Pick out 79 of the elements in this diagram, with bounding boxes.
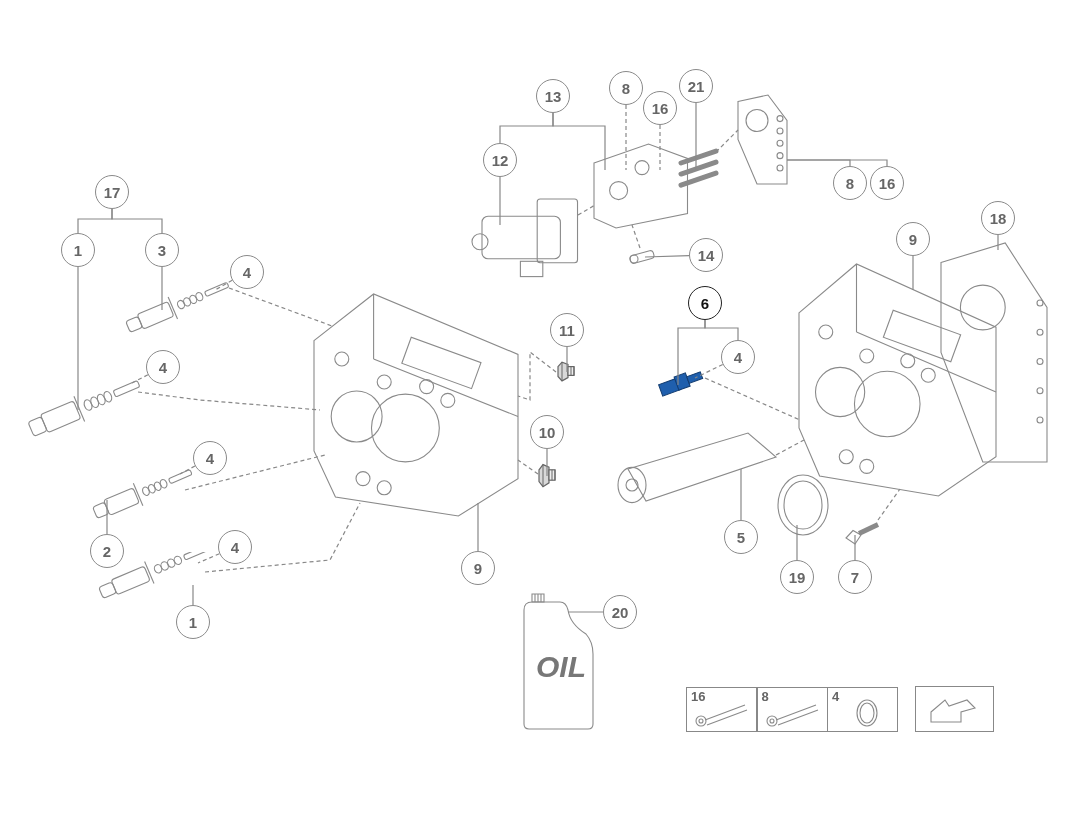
leader-line xyxy=(111,208,163,234)
leader-line xyxy=(567,611,604,613)
callout-number: 21 xyxy=(679,69,713,103)
callout-number: 1 xyxy=(61,233,95,267)
callout-number: 2 xyxy=(90,534,124,568)
callout-number: 9 xyxy=(896,222,930,256)
pump-drawing xyxy=(590,140,720,232)
assembly-line xyxy=(517,350,557,401)
leader-line xyxy=(546,448,548,477)
assembly-line xyxy=(517,459,539,475)
housing-drawing xyxy=(310,290,522,520)
leader-line xyxy=(197,553,220,564)
callout-number: 4 xyxy=(146,350,180,384)
callout-number: 1 xyxy=(176,605,210,639)
callout-number: 6 xyxy=(688,286,722,320)
callout-number: 17 xyxy=(95,175,129,209)
callout-number: 18 xyxy=(981,201,1015,235)
plug-drawing xyxy=(537,462,557,488)
seal-ring-drawing xyxy=(775,472,831,538)
bottle-label: OIL xyxy=(536,650,586,684)
callout-number: 14 xyxy=(689,238,723,272)
assembly-line xyxy=(715,129,739,153)
leader-line xyxy=(179,465,196,475)
callout-number: 4 xyxy=(218,530,252,564)
callout-number: 4 xyxy=(230,255,264,289)
callout-number: 13 xyxy=(536,79,570,113)
leader-line xyxy=(214,279,233,291)
leader-line xyxy=(77,266,79,411)
leader-line xyxy=(694,363,724,379)
callout-number: 12 xyxy=(483,143,517,177)
leader-line xyxy=(644,255,690,258)
assembly-line xyxy=(204,502,361,573)
leader-line xyxy=(786,159,888,167)
leader-line xyxy=(854,534,856,561)
assembly-line xyxy=(577,204,596,216)
callout-number: 5 xyxy=(724,520,758,554)
leader-line xyxy=(997,234,999,251)
leader-line xyxy=(192,584,194,606)
callout-number: 16 xyxy=(870,166,904,200)
housing-drawing xyxy=(795,260,1000,500)
gasket-drawing xyxy=(938,240,1050,465)
callout-number: 3 xyxy=(145,233,179,267)
assembly-line xyxy=(775,439,805,456)
callout-number: 19 xyxy=(780,560,814,594)
assembly-line xyxy=(228,287,333,327)
leader-line xyxy=(796,524,798,561)
gasket-drawing xyxy=(735,92,790,187)
assembly-line xyxy=(137,391,321,411)
assembly-line xyxy=(631,224,641,249)
callout-number: 9 xyxy=(461,551,495,585)
callout-number: 10 xyxy=(530,415,564,449)
part-number: 8 xyxy=(761,689,769,704)
callout-number: 11 xyxy=(550,313,584,347)
leader-line xyxy=(106,499,108,535)
leader-line xyxy=(704,319,739,341)
leader-line xyxy=(161,266,163,311)
leader-line xyxy=(566,346,568,373)
callout-number: 16 xyxy=(643,91,677,125)
callout-number: 20 xyxy=(603,595,637,629)
leader-line xyxy=(499,176,501,226)
callout-number: 4 xyxy=(193,441,227,475)
callout-number: 7 xyxy=(838,560,872,594)
assembly-line xyxy=(704,377,801,421)
leader-line xyxy=(477,502,479,552)
leader-line xyxy=(912,255,914,291)
leader-line xyxy=(659,124,661,171)
part-number: 4 xyxy=(832,689,840,704)
leader-line xyxy=(740,468,742,521)
callout-number: 8 xyxy=(833,166,867,200)
part-number: 16 xyxy=(691,689,706,704)
assembly-line xyxy=(184,454,326,491)
plug-drawing xyxy=(556,360,576,382)
callout-number: 4 xyxy=(721,340,755,374)
oil-bottle-drawing xyxy=(520,590,596,732)
assembly-line xyxy=(877,488,901,521)
leader-line xyxy=(552,112,606,171)
callout-number: 8 xyxy=(609,71,643,105)
leader-line xyxy=(129,374,149,385)
leader-line xyxy=(625,104,627,171)
